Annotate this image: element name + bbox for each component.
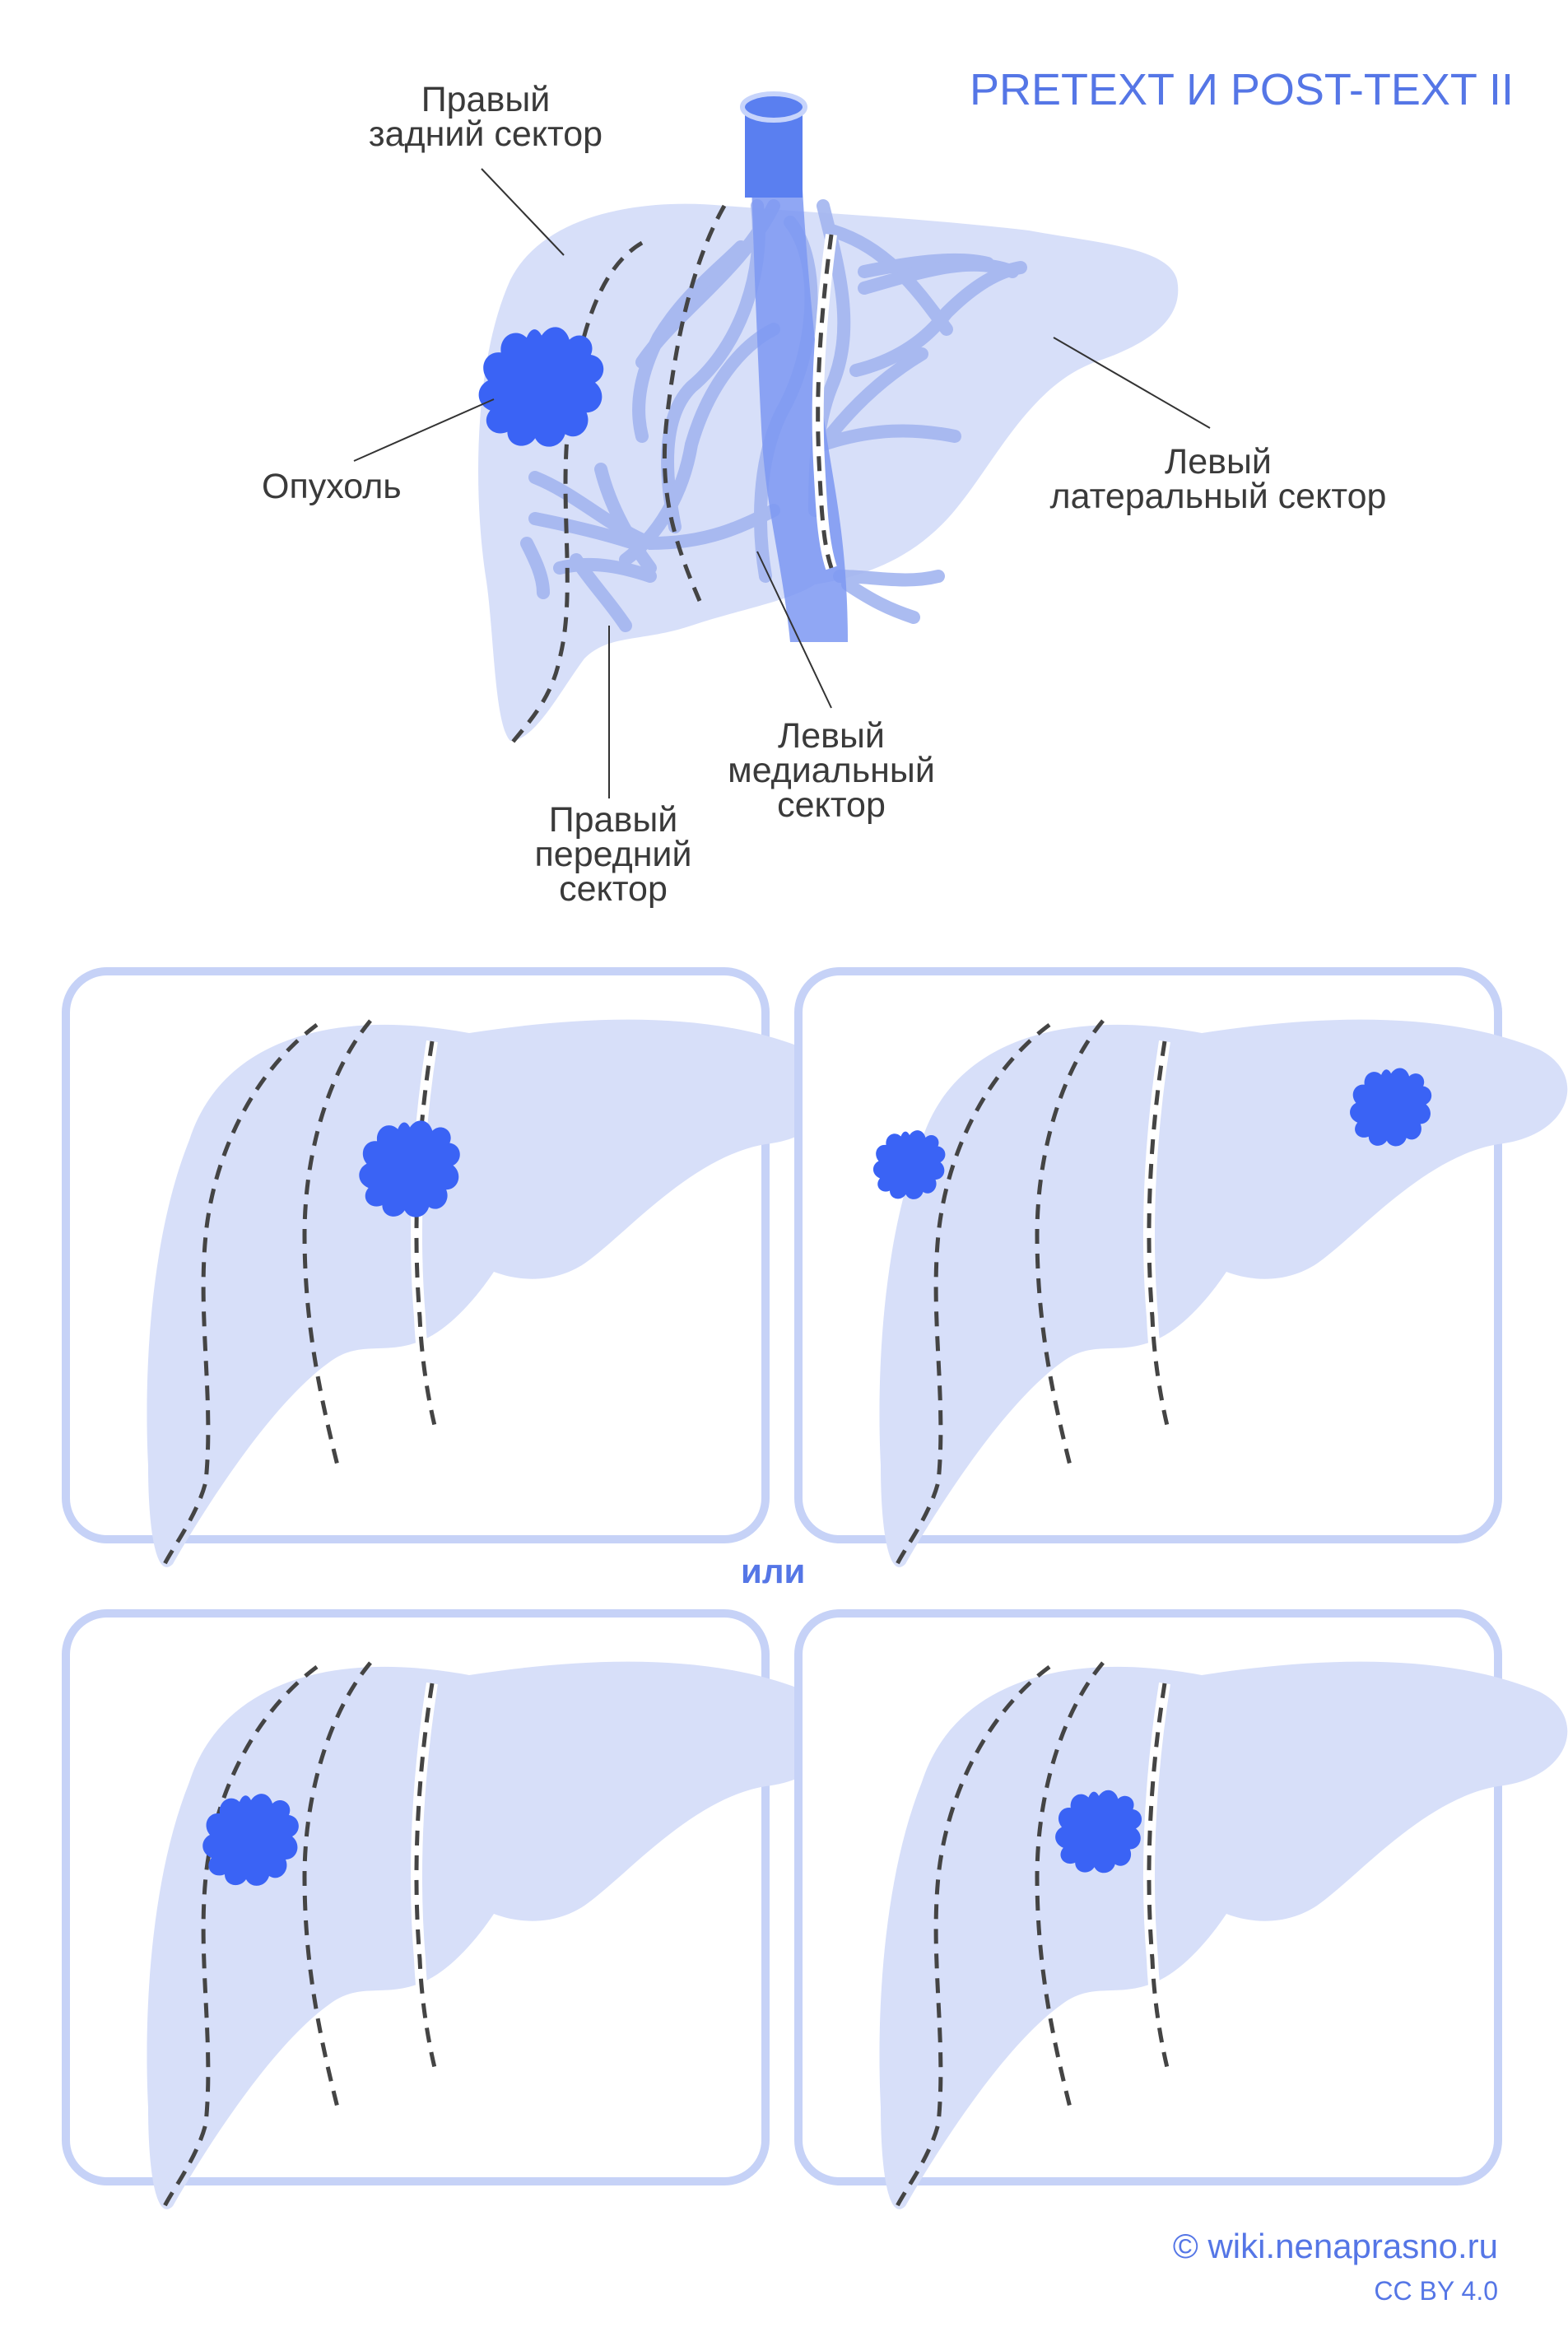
panel-3 (62, 1609, 835, 2209)
vena-cava-opening (740, 91, 807, 123)
right-anterior-line (662, 204, 727, 602)
panel-1 (62, 967, 835, 1567)
right-posterior-line (509, 240, 644, 747)
right-posterior-line (162, 1664, 319, 2208)
label-right-posterior: Правый задний сектор (333, 80, 638, 154)
hepatic-vessels (520, 199, 1027, 632)
label-line: Левый (778, 716, 885, 756)
label-line: Правый (421, 80, 551, 119)
label-line: сектор (559, 869, 668, 909)
page-title: PRETEXT И POST-TEXT II (970, 65, 1514, 114)
label-line: латеральный сектор (1049, 477, 1387, 516)
right-posterior-line (162, 1022, 319, 1566)
label-right-anterior: Правый передний сектор (498, 800, 728, 909)
label-left-medial: Левый медиальный сектор (716, 716, 947, 825)
label-left-lateral: Левый латеральный сектор (1029, 445, 1407, 514)
label-line: Правый (548, 800, 678, 840)
label-line: сектор (777, 785, 886, 825)
right-anterior-line (1035, 1661, 1105, 2108)
right-anterior-line (302, 1661, 372, 2108)
separator-or: или (741, 1552, 806, 1590)
label-line: Левый (1165, 442, 1272, 482)
right-posterior-line (895, 1664, 1051, 2208)
main-liver-illustration (353, 91, 1211, 798)
label-line: задний сектор (368, 114, 603, 154)
leader-lines (353, 168, 1211, 798)
label-line: передний (534, 835, 692, 874)
right-posterior-line (895, 1022, 1051, 1566)
credit-site: © wiki.nenaprasno.ru (1172, 2227, 1498, 2265)
label-line: медиальный (728, 751, 935, 790)
right-anterior-line (1035, 1019, 1105, 1466)
label-tumor: Опухоль (262, 467, 402, 506)
credit-license: CC BY 4.0 (1374, 2276, 1498, 2306)
panel-4 (794, 1609, 1568, 2209)
right-anterior-line (302, 1019, 372, 1466)
panel-2 (794, 967, 1568, 1567)
